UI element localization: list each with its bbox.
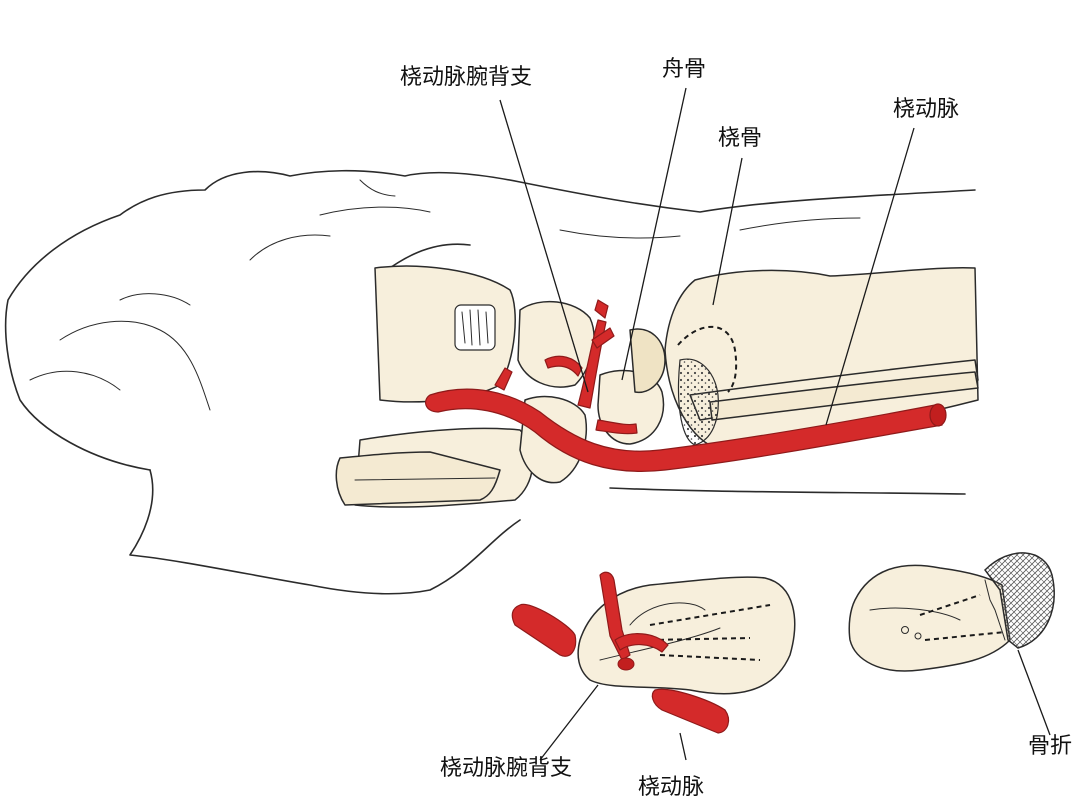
- scaphoid-inset-with-arteries: [511, 571, 796, 734]
- label-fracture: 骨折: [1028, 734, 1073, 759]
- label-radius: 桡骨: [718, 126, 763, 151]
- scaphoid-fracture-inset: [848, 552, 1055, 672]
- label-radial-artery-top: 桡动脉: [893, 97, 960, 122]
- label-radial-artery-bottom: 桡动脉: [638, 775, 705, 800]
- metacarpal-bone: [335, 265, 534, 508]
- radius-bone: [664, 266, 979, 451]
- leader-lines: [499, 87, 1051, 761]
- radial-artery-main: [424, 299, 947, 472]
- hand-outline: [4, 169, 976, 595]
- label-scaphoid: 舟骨: [662, 57, 707, 82]
- label-dorsal-carpal-branch-top: 桡动脉腕背支: [400, 65, 533, 90]
- label-dorsal-carpal-branch-bottom: 桡动脉腕背支: [440, 756, 573, 781]
